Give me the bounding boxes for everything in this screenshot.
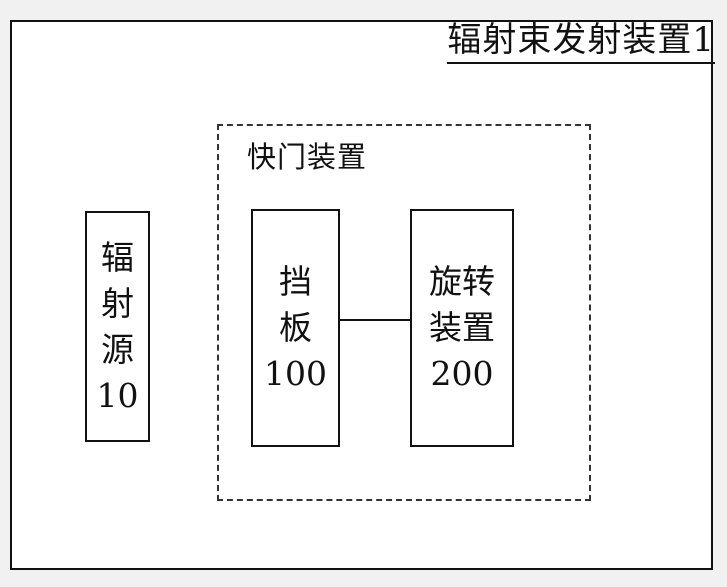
shutter-group-label: 快门装置 xyxy=(247,140,368,174)
baffle-plate-label-line: 板 xyxy=(279,308,312,347)
radiation-source-block: 辐 射 源 10 xyxy=(85,211,150,442)
rotation-device-number: 200 xyxy=(430,354,494,393)
radiation-source-label-line: 射 xyxy=(101,283,134,323)
baffle-plate-number: 100 xyxy=(264,354,327,393)
baffle-plate-label-line: 挡 xyxy=(279,262,312,301)
plate-rotator-connector xyxy=(339,319,411,321)
rotation-device-label-line: 装置 xyxy=(429,308,495,347)
rotation-device-label-line: 旋转 xyxy=(429,262,495,301)
radiation-source-number: 10 xyxy=(96,375,139,415)
baffle-plate-block: 挡 板 100 xyxy=(251,209,340,447)
radiation-source-label-line: 源 xyxy=(101,329,134,369)
radiation-source-label-line: 辐 xyxy=(101,237,134,277)
device-title: 辐射束发射装置1 xyxy=(447,20,715,64)
rotation-device-block: 旋转 装置 200 xyxy=(410,209,514,447)
shutter-group-box xyxy=(217,124,591,501)
